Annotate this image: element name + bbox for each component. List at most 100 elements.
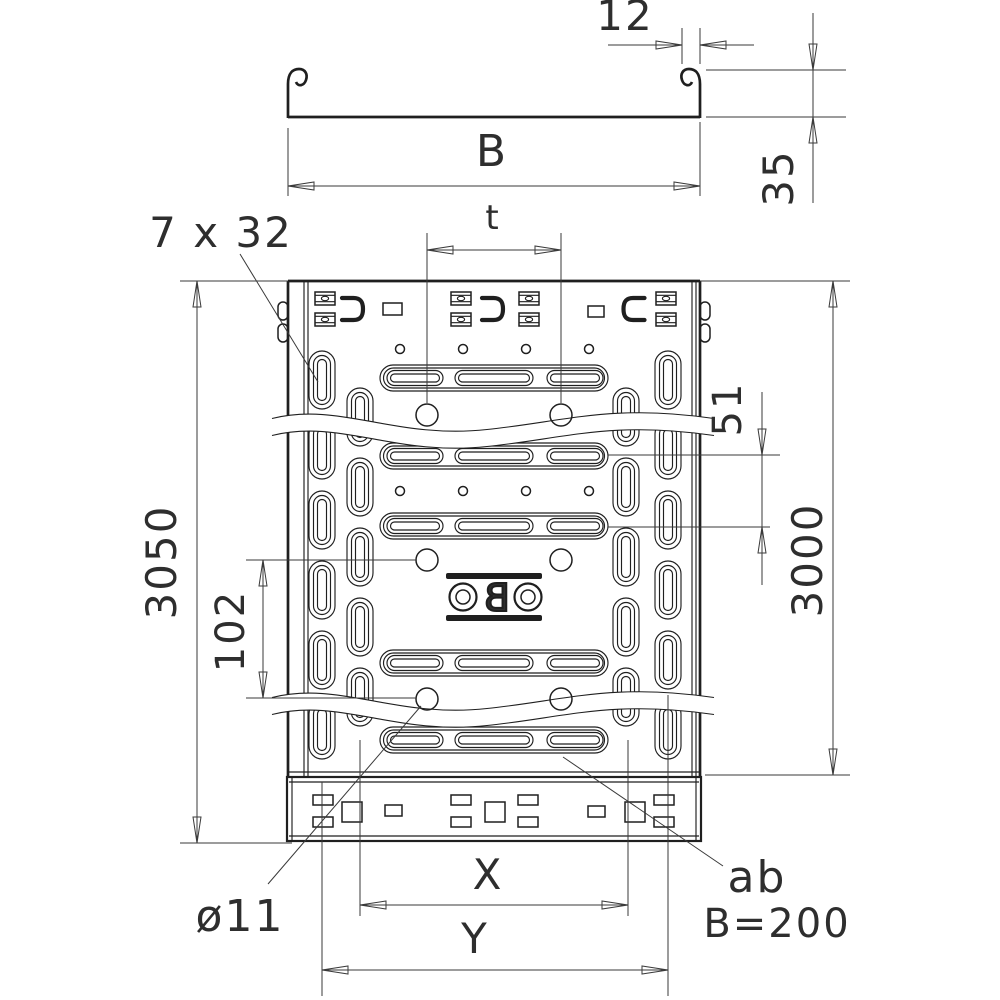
floor-slot-group xyxy=(379,512,609,540)
logo-ring-inner xyxy=(455,589,471,605)
oval-slot xyxy=(346,527,374,587)
hole-11mm xyxy=(415,548,439,572)
oval-slot xyxy=(662,638,674,682)
coupler-plate-lines xyxy=(289,777,699,841)
oval-slot xyxy=(316,708,328,752)
oval-slot xyxy=(654,350,682,410)
c-stamp xyxy=(479,295,506,323)
oval-slot xyxy=(308,560,336,620)
logo-ring xyxy=(448,582,478,612)
oval-slot xyxy=(350,461,370,513)
coupler-tab xyxy=(699,323,711,343)
plate-square-hole xyxy=(341,801,363,823)
dimension-arrowhead xyxy=(808,43,818,71)
obo-logo: B xyxy=(446,573,543,621)
oval-slot xyxy=(312,634,332,686)
stamped-features xyxy=(314,291,677,327)
oval-slot xyxy=(354,605,366,649)
oval-slot xyxy=(312,354,332,406)
obo-logo-letter: B xyxy=(482,576,510,620)
oval-slot xyxy=(654,630,682,690)
dimension-arrowhead xyxy=(757,526,767,554)
small-hole xyxy=(394,485,406,497)
oval-slot xyxy=(658,424,678,476)
hole-11mm xyxy=(549,548,573,572)
small-hole xyxy=(457,485,469,497)
oval-slot xyxy=(346,457,374,517)
dimension-arrowhead xyxy=(192,816,202,844)
coupler-tab xyxy=(277,323,289,343)
dimension-arrowhead xyxy=(534,245,562,255)
oval-slot xyxy=(662,568,674,612)
oval-slot xyxy=(312,704,332,756)
small-holes xyxy=(394,343,595,497)
oval-slot xyxy=(612,597,640,657)
oval-slot xyxy=(346,597,374,657)
dimension-arrowhead xyxy=(426,245,454,255)
oval-slot xyxy=(312,564,332,616)
plate-slot xyxy=(653,794,675,806)
clamp-stamp xyxy=(518,291,540,306)
oval-slot xyxy=(354,675,366,719)
floor-slot-group xyxy=(379,364,609,392)
dimension-arrowhead xyxy=(828,280,838,308)
logo-bottom-bar xyxy=(446,615,542,621)
dim-label-x: X xyxy=(473,850,504,899)
floor-slot-groups xyxy=(379,364,609,754)
dimension-arrowhead xyxy=(655,40,683,50)
logo-ring xyxy=(513,582,543,612)
cross-section-view xyxy=(286,67,702,119)
profile-right-hook xyxy=(680,67,702,118)
coupler-plate-holes xyxy=(312,794,675,828)
oval-slot xyxy=(354,465,366,509)
oval-slot xyxy=(620,535,632,579)
dim-label-y: Y xyxy=(460,914,489,963)
small-hole xyxy=(394,343,406,355)
oval-slot xyxy=(620,605,632,649)
oval-slot xyxy=(612,527,640,587)
hole-11mm xyxy=(415,403,439,427)
dimension-arrowhead xyxy=(359,900,387,910)
oval-slot xyxy=(654,560,682,620)
oval-slot xyxy=(316,568,328,612)
note-b200: B=200 xyxy=(703,901,850,947)
small-hole xyxy=(583,343,595,355)
plate-slot xyxy=(517,816,539,828)
break-band-mask xyxy=(269,412,716,449)
oval-slot xyxy=(354,535,366,579)
oval-slot xyxy=(350,601,370,653)
clamp-stamp xyxy=(450,312,472,327)
rect-knockout xyxy=(382,302,403,316)
c-stamp xyxy=(339,295,366,323)
plan-view: B xyxy=(277,279,711,843)
oval-slot xyxy=(658,564,678,616)
clamp-stamp xyxy=(655,291,677,306)
plate-slot xyxy=(450,794,472,806)
coupler-plate-outline xyxy=(285,775,703,843)
oval-slot xyxy=(612,457,640,517)
hole-11mm xyxy=(415,687,439,711)
dimension-arrowhead xyxy=(828,748,838,776)
plate-rect-hole xyxy=(384,804,403,817)
break-line xyxy=(271,708,715,728)
floor-slot-group xyxy=(379,726,609,754)
clamp-stamp xyxy=(314,291,336,306)
dimension-arrowhead xyxy=(287,181,315,191)
dimension-arrowhead xyxy=(258,671,268,699)
oval-slot xyxy=(658,494,678,546)
oval-slot xyxy=(662,498,674,542)
floor-slot-group xyxy=(379,649,609,677)
dimension-arrowhead xyxy=(699,40,727,50)
plate-slot xyxy=(653,816,675,828)
dimension-arrowhead xyxy=(192,280,202,308)
note-ab: ab xyxy=(728,852,787,903)
oval-slot xyxy=(316,498,328,542)
oval-slot xyxy=(354,395,366,439)
oval-slot xyxy=(350,531,370,583)
oval-slot xyxy=(620,465,632,509)
plate-slot xyxy=(312,816,334,828)
dimension-arrowhead xyxy=(808,116,818,144)
oval-slot xyxy=(616,461,636,513)
dim-label-3000: 3000 xyxy=(783,503,832,618)
